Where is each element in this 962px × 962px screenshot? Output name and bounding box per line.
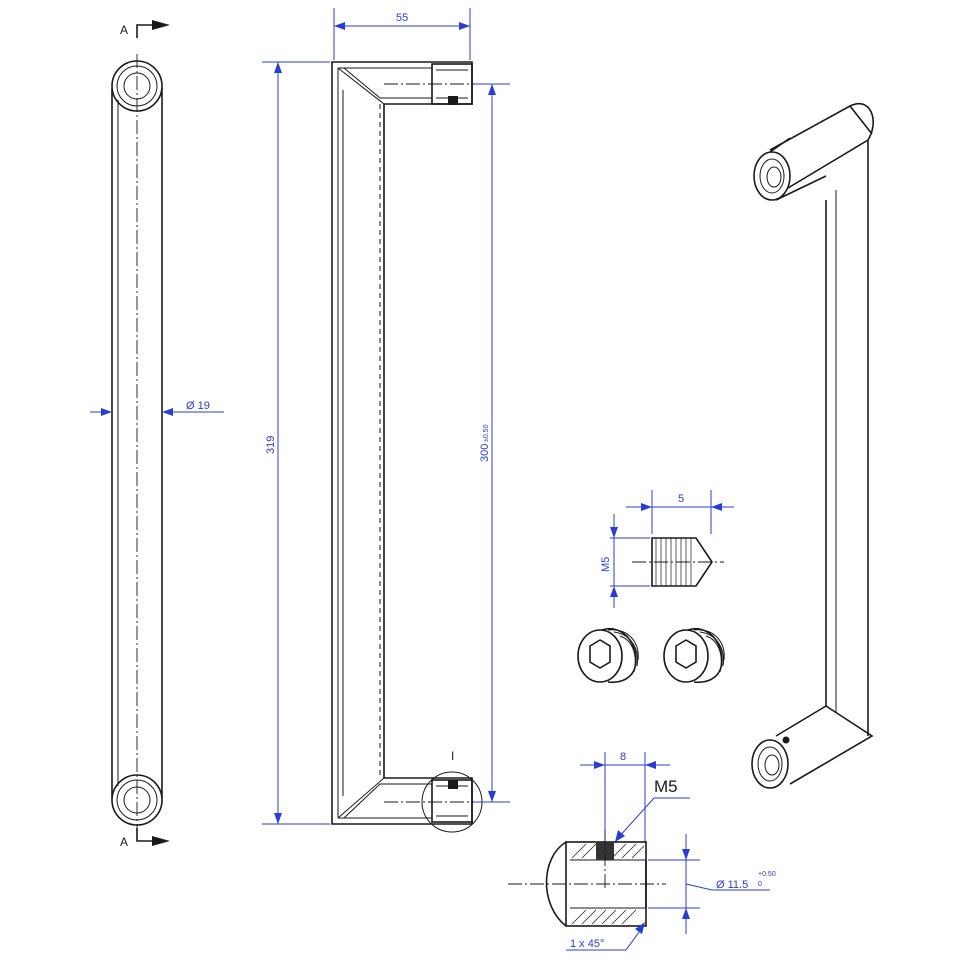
set-screw-iso-left xyxy=(577,627,639,684)
dim-screw-length: 5 xyxy=(678,493,684,505)
isometric-handle-view xyxy=(751,103,874,789)
dim-detail-depth: 8 xyxy=(620,751,626,763)
section-arrow-top xyxy=(136,24,152,38)
dim-center-distance: 300 xyxy=(479,444,491,462)
set-screw-iso-right xyxy=(663,627,725,684)
set-screw-view: 5 M5 xyxy=(577,490,734,684)
dim-screw-thread: M5 xyxy=(600,557,612,572)
detail-view: 8 M5 xyxy=(508,751,776,951)
side-section-view: I 55 319 300 ±0.50 xyxy=(262,8,510,833)
dim-bore-diameter: Ø 11.5 xyxy=(716,879,748,891)
dim-detail-thread: M5 xyxy=(654,777,678,796)
dim-overall-length: 319 xyxy=(265,436,277,454)
front-view: A A Ø 19 xyxy=(90,20,224,849)
dim-diameter-tube: Ø 19 xyxy=(186,400,210,412)
section-letter-top: A xyxy=(120,23,128,37)
dim-bore-tol-lower: 0 xyxy=(758,881,762,888)
dim-chamfer: 1 x 45° xyxy=(570,938,604,950)
section-arrow-bottom xyxy=(136,828,152,842)
dim-width: 55 xyxy=(396,12,408,24)
dim-bore-tol-upper: +0.50 xyxy=(758,871,776,878)
detail-marker: I xyxy=(451,749,454,763)
dim-center-tolerance: ±0.50 xyxy=(483,424,490,442)
section-letter-bottom: A xyxy=(120,835,128,849)
